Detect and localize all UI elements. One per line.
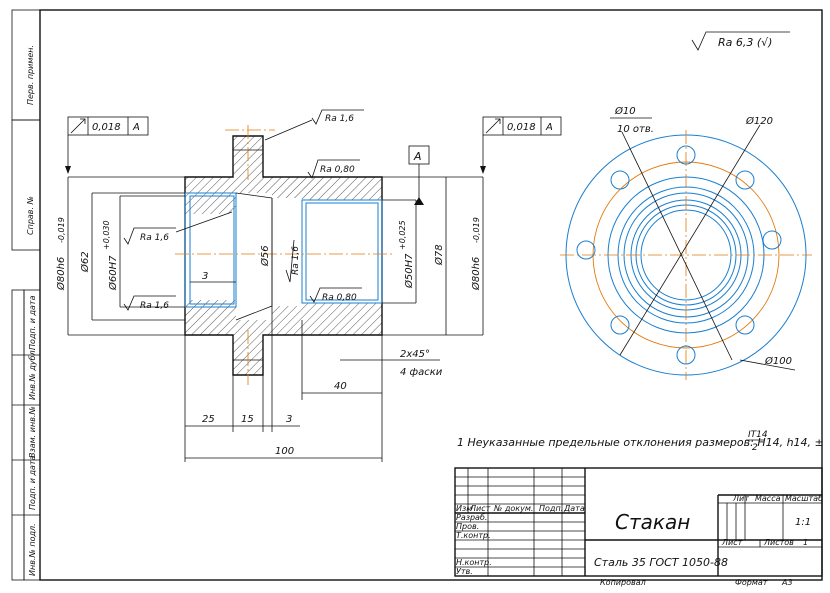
dim-d60H7-tol: +0,030 — [102, 220, 111, 250]
stamp-podp-data-2: Подп. и дата — [28, 455, 37, 510]
svg-text:Масса: Масса — [755, 494, 781, 503]
svg-text:Дата: Дата — [563, 504, 585, 513]
dim-d50H7: Ø50H7 — [403, 253, 415, 289]
svg-text:Листов: Листов — [763, 538, 794, 547]
svg-text:Ra 0,80: Ra 0,80 — [322, 293, 357, 303]
svg-text:Масштаб: Масштаб — [785, 494, 823, 503]
dim-groove-3: 3 — [202, 271, 208, 282]
dim-len-3: 3 — [286, 414, 292, 425]
dim-d80h6-right: Ø80h6 — [470, 257, 482, 291]
stamp-sprav: Справ. № — [26, 196, 35, 235]
dim-len-15: 15 — [241, 414, 254, 425]
dim-d50H7-tol: +0,025 — [398, 220, 407, 250]
outer-frame — [39, 9, 823, 581]
svg-text:Ra 0,80: Ra 0,80 — [320, 165, 355, 175]
svg-text:Ra 1,6: Ra 1,6 — [325, 114, 354, 124]
dim-chamfer: 2x45° — [400, 349, 430, 360]
side-hole-count: 10 отв. — [617, 124, 654, 135]
dim-len-40: 40 — [334, 381, 347, 392]
side-d120: Ø120 — [745, 115, 773, 127]
svg-text:Копировал: Копировал — [600, 578, 646, 587]
svg-text:Утв.: Утв. — [456, 567, 473, 576]
svg-text:Лит: Лит — [732, 494, 749, 503]
title-block: Изм Лист № докум. Подп. Дата Разраб. Про… — [454, 467, 823, 587]
svg-text:A3: A3 — [781, 578, 793, 587]
svg-text:A: A — [132, 122, 140, 133]
svg-text:Изм: Изм — [456, 504, 472, 513]
svg-text:Формат: Формат — [735, 578, 768, 587]
svg-text:Ra 1,6: Ra 1,6 — [291, 246, 301, 275]
svg-text:Ra 1,6: Ra 1,6 — [140, 233, 169, 243]
dim-d80h6-left: Ø80h6 — [55, 257, 67, 291]
stamp-vzam-inv: Взам. инв.№ — [28, 406, 37, 458]
side-hole-dia: Ø10 — [614, 105, 636, 117]
roughness-marks: Ra 1,6 Ra 0,80 Ra 1,6 Ra 1,6 Ra 1,6 Ra 0… — [123, 109, 364, 311]
front-view — [175, 125, 395, 385]
svg-text:Лист: Лист — [469, 504, 491, 513]
tolerance-frame-right: 0,018 A — [480, 116, 562, 174]
svg-text:IT14: IT14 — [748, 430, 768, 440]
dim-len-25: 25 — [202, 414, 215, 425]
svg-text:1: 1 — [803, 538, 808, 547]
stamp-inv-podl: Инв.№ подл. — [28, 523, 37, 576]
dim-d60H7: Ø60H7 — [107, 255, 119, 291]
stamp-podp-data-1: Подп. и дата — [28, 295, 37, 350]
general-roughness: Ra 6,3 (√) — [691, 31, 790, 51]
svg-text:№ докум.: № докум. — [493, 504, 533, 513]
dim-d80h6-right-tol: -0,019 — [472, 217, 481, 243]
dim-d78: Ø78 — [433, 244, 445, 266]
stamp-inv-dubl: Инв.№ дубл. — [28, 348, 37, 400]
svg-text:A: A — [545, 122, 553, 133]
dim-d62: Ø62 — [79, 251, 91, 273]
svg-text:0,018: 0,018 — [92, 122, 121, 133]
material: Сталь 35 ГОСТ 1050-88 — [594, 556, 728, 569]
technical-note: 1 Неуказанные предельные отклонения разм… — [457, 430, 824, 453]
datum-a: A — [408, 145, 430, 205]
dimensions: Ø80h6 -0,019 Ø62 Ø60H7 +0,030 Ø56 Ø50H7 … — [55, 176, 484, 462]
svg-text:0,018: 0,018 — [507, 122, 536, 133]
note-1: 1 Неуказанные предельные отклонения разм… — [457, 436, 824, 449]
dim-d56: Ø56 — [259, 245, 271, 267]
svg-text:Разраб.: Разраб. — [456, 513, 487, 522]
side-d100: Ø100 — [764, 355, 792, 367]
svg-text:A: A — [413, 150, 422, 163]
svg-text:Ra 1,6: Ra 1,6 — [140, 301, 169, 311]
side-stamp: Перв. примен. Справ. № Подп. и дата Инв.… — [11, 9, 41, 581]
dim-d80h6-left-tol: -0,019 — [57, 217, 66, 243]
svg-text:2: 2 — [752, 443, 758, 453]
side-view: Ø10 10 отв. Ø120 Ø100 — [560, 105, 812, 380]
part-name: Стакан — [615, 510, 690, 534]
section-hatch-bottom — [185, 300, 382, 375]
svg-text:Пров.: Пров. — [456, 522, 479, 531]
svg-text:Ra 6,3 (√): Ra 6,3 (√) — [718, 36, 772, 49]
svg-text:Н.контр.: Н.контр. — [456, 558, 492, 567]
svg-text:Т.контр.: Т.контр. — [456, 531, 491, 540]
scale-value: 1:1 — [795, 517, 811, 528]
section-hatch-top — [185, 136, 382, 214]
tolerance-frame-left: 0,018 A — [65, 116, 149, 174]
dim-chamfer-note: 4 фаски — [400, 367, 443, 378]
stamp-perv-primen: Перв. примен. — [26, 45, 35, 105]
dim-len-100: 100 — [275, 446, 294, 457]
svg-text:Подп.: Подп. — [539, 504, 563, 513]
svg-text:Лист: Лист — [721, 538, 743, 547]
